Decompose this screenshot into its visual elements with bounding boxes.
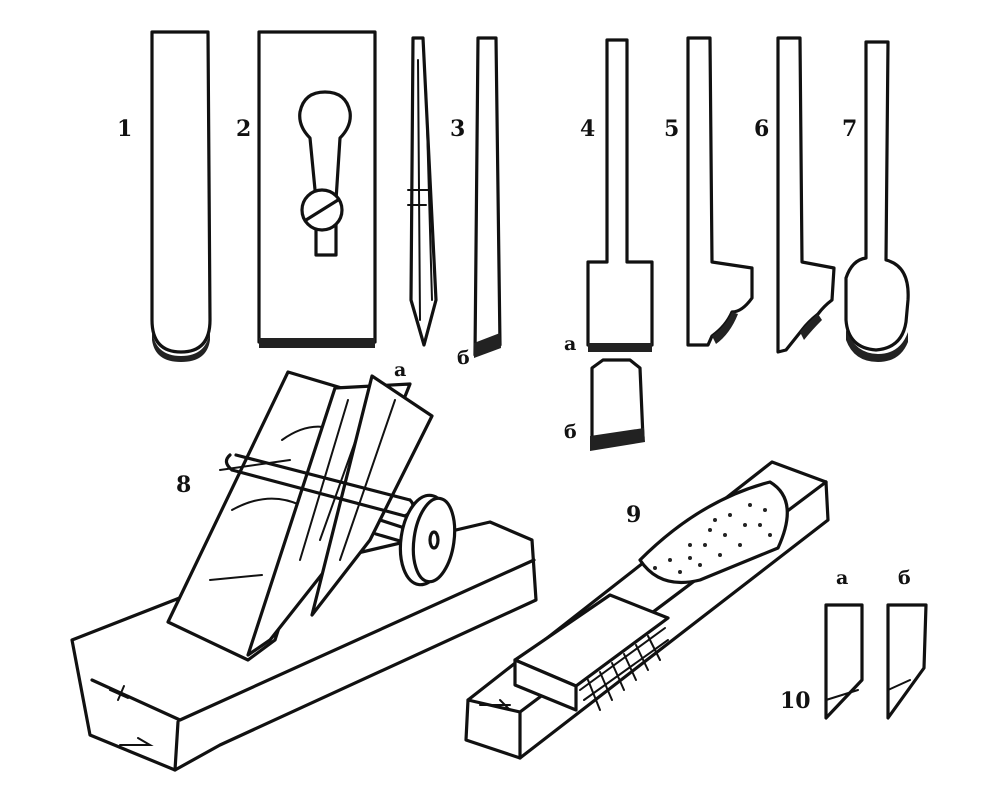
sublabel-3a: а xyxy=(394,359,406,381)
label-7: 7 xyxy=(842,116,857,142)
tool-9-sharpening-block xyxy=(464,460,830,760)
sublabel-4a: а xyxy=(564,333,576,355)
tool-10-blade-tips xyxy=(824,603,928,720)
sublabel-4b: б xyxy=(564,421,577,443)
label-6: 6 xyxy=(754,116,769,142)
tool-7-spoon-blade xyxy=(844,40,910,362)
tool-3-side-views xyxy=(407,36,502,358)
label-9: 9 xyxy=(626,502,641,528)
tool-8-sharpening-jig xyxy=(70,370,538,772)
tool-2-plane-iron xyxy=(257,30,377,348)
label-1: 1 xyxy=(117,116,132,142)
label-10: 10 xyxy=(780,688,811,714)
tool-5-moulding-blade xyxy=(686,36,754,347)
tool-1-round-blade xyxy=(150,30,212,362)
sublabel-10a: а xyxy=(836,567,848,589)
label-3: 3 xyxy=(450,116,465,142)
label-5: 5 xyxy=(664,116,679,142)
tool-6-beading-blade xyxy=(776,36,836,354)
sublabel-10b: б xyxy=(898,567,911,589)
label-8: 8 xyxy=(176,472,191,498)
label-2: 2 xyxy=(236,116,251,142)
label-4: 4 xyxy=(580,116,595,142)
tool-4-wide-blade xyxy=(586,38,654,451)
sublabel-3b: б xyxy=(457,347,470,369)
